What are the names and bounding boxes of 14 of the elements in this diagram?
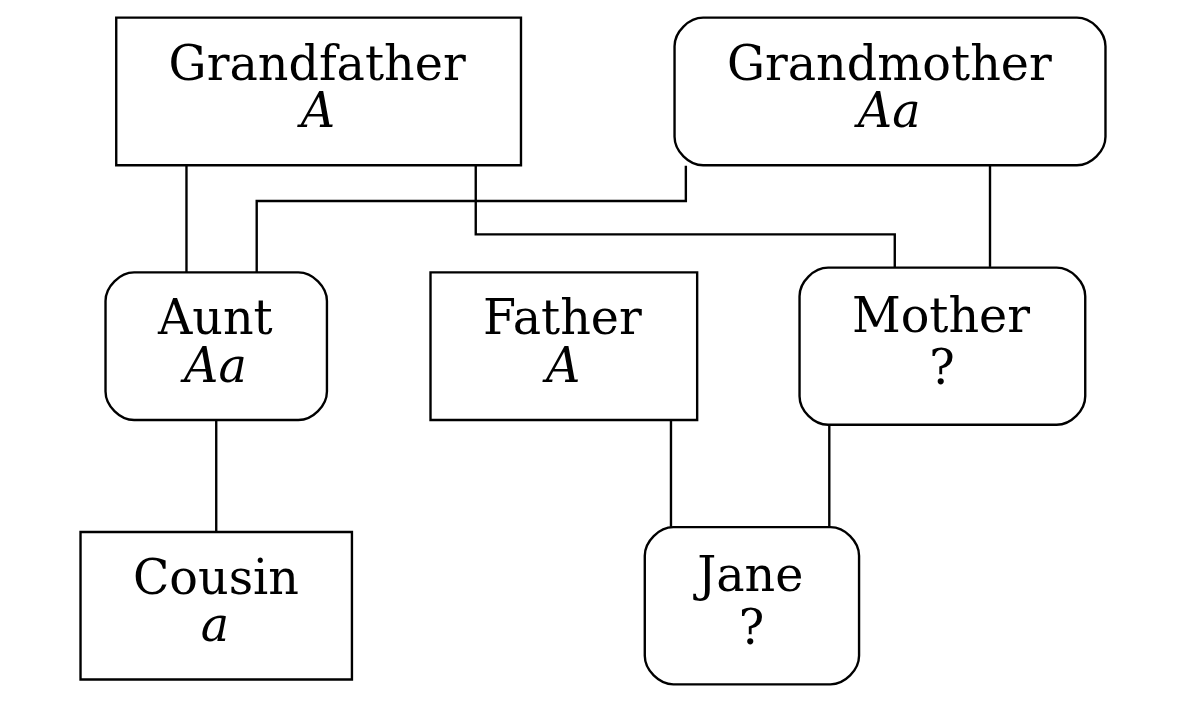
connector [215, 420, 218, 532]
node-box: Father A [429, 271, 699, 422]
connector [255, 165, 688, 272]
node-box: Grandfather A [115, 16, 523, 167]
node-box: Mother ? [798, 266, 1087, 426]
node-box: Grandmother Aa [673, 16, 1107, 167]
connector [669, 420, 673, 527]
connector [185, 165, 188, 273]
node-box: Aunt Aa [104, 271, 329, 422]
node-box: Cousin a [79, 530, 354, 681]
node-box: Jane ? [643, 526, 861, 686]
connector [988, 165, 992, 267]
connector [474, 165, 896, 268]
connector [828, 425, 831, 527]
